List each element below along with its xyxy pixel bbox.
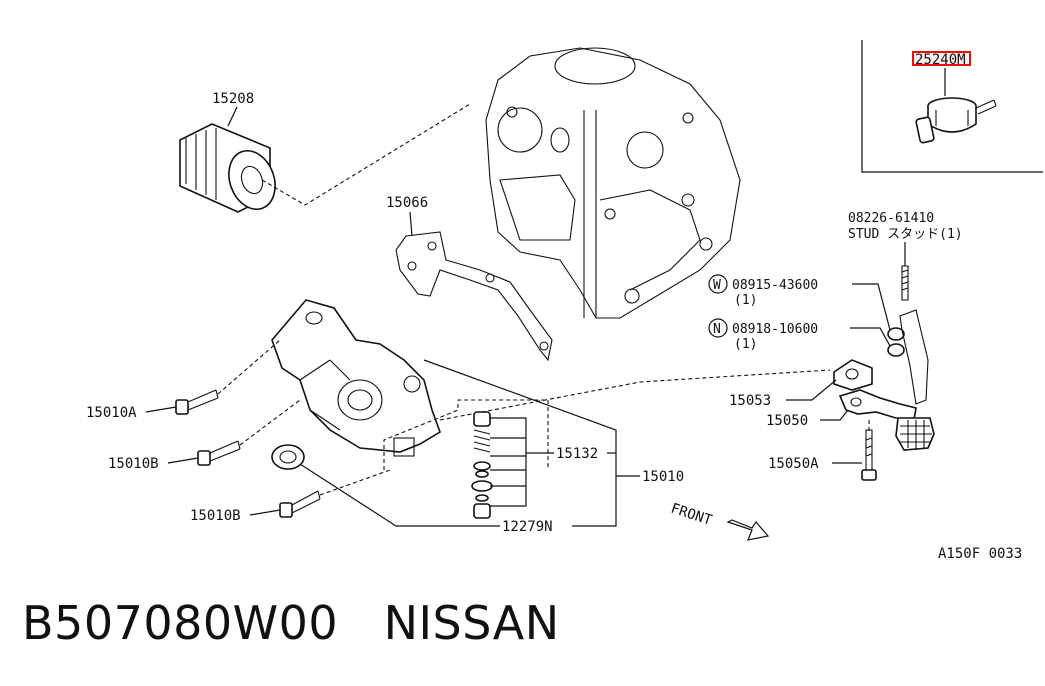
oil-seal: 12279N: [299, 463, 553, 535]
sensor-part-highlight[interactable]: [912, 51, 971, 66]
caption-brand: NISSAN: [383, 596, 560, 650]
engine-block: [485, 47, 741, 319]
relief-valve-kit: 15132: [383, 399, 616, 519]
callout-stud-part[interactable]: 08226-61410: [848, 211, 934, 226]
washer-symbol-circle: [708, 274, 728, 294]
callout-washer-qty: (1): [734, 293, 757, 308]
figure-code: A150F 0033: [938, 546, 1022, 562]
front-label: FRONT: [669, 501, 715, 529]
bolt-b1-drawing: [197, 440, 241, 466]
nut-symbol-circle: [708, 318, 728, 338]
strainer-assembly: 15053 15050 15050A: [729, 309, 935, 481]
bolt-b2-drawing: [279, 490, 321, 518]
callout-strainer[interactable]: 15050: [766, 413, 808, 429]
callout-nut-part[interactable]: 08918-10600: [732, 322, 818, 337]
front-cover-gasket: 15066: [386, 195, 553, 362]
bolt-a-drawing: [175, 389, 219, 415]
callout-oil-seal[interactable]: 12279N: [502, 519, 553, 535]
pump-bolts: 15010A 15010B 15010B: [86, 339, 391, 524]
front-indicator: FRONT: [669, 501, 770, 541]
callout-washer-part[interactable]: 08915-43600: [732, 278, 818, 293]
callout-oil-filter[interactable]: 15208: [212, 91, 254, 107]
callout-bolt-a[interactable]: 15010A: [86, 405, 137, 421]
callout-strainer-gasket[interactable]: 15053: [729, 393, 771, 409]
front-arrow-icon: [726, 519, 770, 541]
callout-bolt-b2[interactable]: 15010B: [190, 508, 241, 524]
caption-part-number: B507080W00: [22, 596, 339, 650]
callout-sensor[interactable]: 25240M: [915, 52, 966, 68]
oil-pump: [271, 299, 831, 476]
callout-relief-valve[interactable]: 15132: [556, 446, 598, 462]
nut-symbol: N: [713, 322, 721, 337]
relief-valve-parts: [471, 411, 493, 519]
oil-pump-callout: 15010: [572, 469, 684, 527]
stud-drawing: [901, 265, 909, 301]
callout-stud-desc: STUD スタッド(1): [848, 227, 963, 242]
stud-callouts: 08226-61410 STUD スタッド(1) W 08915-43600 (…: [708, 211, 963, 352]
callout-strainer-bolt[interactable]: 15050A: [768, 456, 819, 472]
callout-gasket[interactable]: 15066: [386, 195, 428, 211]
part-caption: B507080W00 NISSAN: [22, 596, 560, 650]
washer-symbol: W: [713, 278, 721, 293]
oil-pressure-sensor-drawing: [915, 97, 997, 144]
callout-nut-qty: (1): [734, 337, 757, 352]
callout-bolt-b1[interactable]: 15010B: [108, 456, 159, 472]
sensor-inset: 25240M: [861, 40, 1043, 173]
callout-oil-pump[interactable]: 15010: [642, 469, 684, 485]
oil-filter: 15208: [179, 91, 471, 213]
